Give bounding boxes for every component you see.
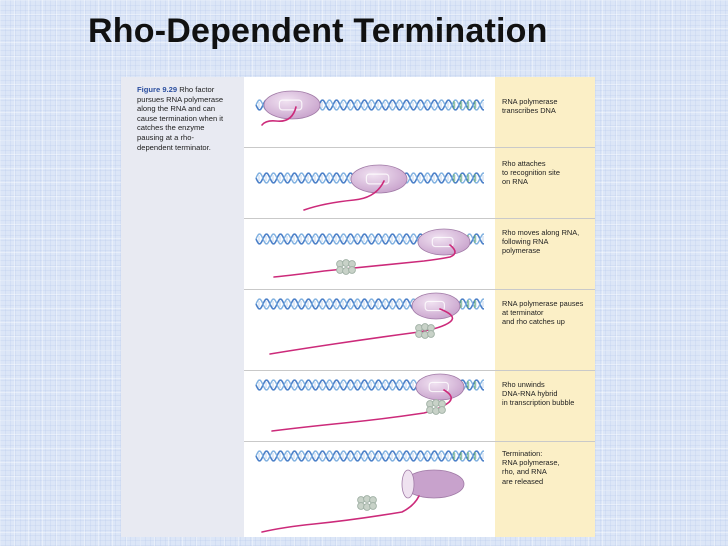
step-1-illustration bbox=[244, 77, 495, 147]
polymerase-body bbox=[263, 90, 321, 120]
rna-polymerase bbox=[415, 373, 465, 401]
figure-label: Figure 9.29 bbox=[137, 85, 178, 94]
step-4-note: RNA polymerase pauses at terminator and … bbox=[502, 299, 592, 327]
row-divider bbox=[244, 218, 595, 219]
polymerase-body bbox=[411, 292, 461, 320]
rna-strand bbox=[261, 106, 297, 126]
rna-strand bbox=[261, 495, 420, 533]
rho-factor bbox=[426, 399, 446, 415]
figure-caption: Figure 9.29 Rho factor pursues RNA polym… bbox=[137, 85, 247, 152]
note-line: RNA polymerase, bbox=[502, 458, 560, 468]
rna-strand bbox=[269, 308, 454, 355]
note-line: Rho attaches bbox=[502, 159, 546, 168]
rna-strand bbox=[271, 389, 452, 432]
caption-line: cause termination when it bbox=[137, 113, 224, 123]
rho-subunit bbox=[348, 266, 356, 274]
dna-double-helix bbox=[255, 450, 484, 462]
rna-strand bbox=[303, 180, 385, 211]
caption-line: pausing at a rho- bbox=[137, 132, 194, 142]
note-line: following RNA bbox=[502, 237, 549, 247]
step-5-note: Rho unwinds DNA-RNA hybrid in transcript… bbox=[502, 380, 592, 408]
note-line: RNA polymerase bbox=[502, 97, 558, 106]
figure-9-29: Figure 9.29 Rho factor pursues RNA polym… bbox=[121, 77, 595, 537]
note-line: at terminator bbox=[502, 308, 544, 318]
step-2-illustration bbox=[244, 148, 495, 218]
note-line: transcribes DNA bbox=[502, 106, 556, 116]
rna-polymerase bbox=[350, 164, 408, 194]
rho-factor bbox=[336, 259, 356, 275]
polymerase-face bbox=[401, 469, 415, 499]
rho-factor bbox=[415, 323, 435, 339]
rna-polymerase bbox=[417, 228, 471, 256]
caption-line: Rho factor bbox=[179, 85, 215, 94]
step-3-note: Rho moves along RNA, following RNA polym… bbox=[502, 228, 592, 256]
note-line: are released bbox=[502, 476, 544, 486]
row-divider bbox=[244, 370, 595, 371]
transcription-bubble bbox=[365, 173, 390, 185]
transcription-bubble bbox=[431, 236, 454, 248]
note-line: on RNA bbox=[502, 177, 528, 187]
transcription-bubble bbox=[428, 381, 449, 393]
transcription-bubble bbox=[424, 300, 445, 312]
caption-line: catches the enzyme bbox=[137, 123, 205, 133]
polymerase-body bbox=[415, 373, 465, 401]
dna-strand bbox=[255, 450, 484, 462]
note-line: to recognition site bbox=[502, 168, 560, 178]
caption-panel: Figure 9.29 Rho factor pursues RNA polym… bbox=[121, 77, 244, 537]
note-line: Termination: bbox=[502, 449, 543, 458]
step-5-illustration bbox=[244, 371, 495, 441]
rna-polymerase bbox=[411, 292, 461, 320]
polymerase-body bbox=[350, 164, 408, 194]
note-line: in transcription bubble bbox=[502, 398, 575, 408]
rho-subunit bbox=[438, 406, 446, 414]
row-divider bbox=[244, 441, 595, 442]
step-6-note: Termination: RNA polymerase, rho, and RN… bbox=[502, 449, 592, 486]
note-line: Rho unwinds bbox=[502, 380, 545, 389]
rho-subunit bbox=[427, 330, 435, 338]
note-line: RNA polymerase pauses bbox=[502, 299, 584, 308]
note-line: and rho catches up bbox=[502, 317, 565, 327]
note-line: DNA-RNA hybrid bbox=[502, 389, 558, 399]
step-4-illustration bbox=[244, 290, 495, 370]
rna-polymerase bbox=[263, 90, 321, 120]
caption-line: along the RNA and can bbox=[137, 104, 216, 114]
released-polymerase bbox=[401, 469, 465, 499]
step-3-illustration bbox=[244, 219, 495, 289]
rho-factor bbox=[357, 495, 377, 511]
caption-line: pursues RNA polymerase bbox=[137, 94, 224, 104]
slide-title: Rho-Dependent Termination bbox=[88, 12, 548, 50]
step-1-note: RNA polymerase transcribes DNA bbox=[502, 97, 592, 115]
caption-line: dependent terminator. bbox=[137, 142, 211, 152]
step-2-note: Rho attaches to recognition site on RNA bbox=[502, 159, 592, 187]
step-6-illustration bbox=[244, 442, 495, 537]
rho-subunit bbox=[369, 502, 377, 510]
row-divider bbox=[244, 147, 595, 148]
dna-strand bbox=[255, 450, 484, 462]
rna-strand bbox=[273, 244, 456, 278]
polymerase-body bbox=[417, 228, 471, 256]
note-line: Rho moves along RNA, bbox=[502, 228, 580, 237]
note-line: rho, and RNA bbox=[502, 467, 547, 477]
transcription-bubble bbox=[278, 99, 303, 111]
note-line: polymerase bbox=[502, 246, 541, 256]
row-divider bbox=[244, 289, 595, 290]
step-notes-column bbox=[495, 77, 595, 537]
